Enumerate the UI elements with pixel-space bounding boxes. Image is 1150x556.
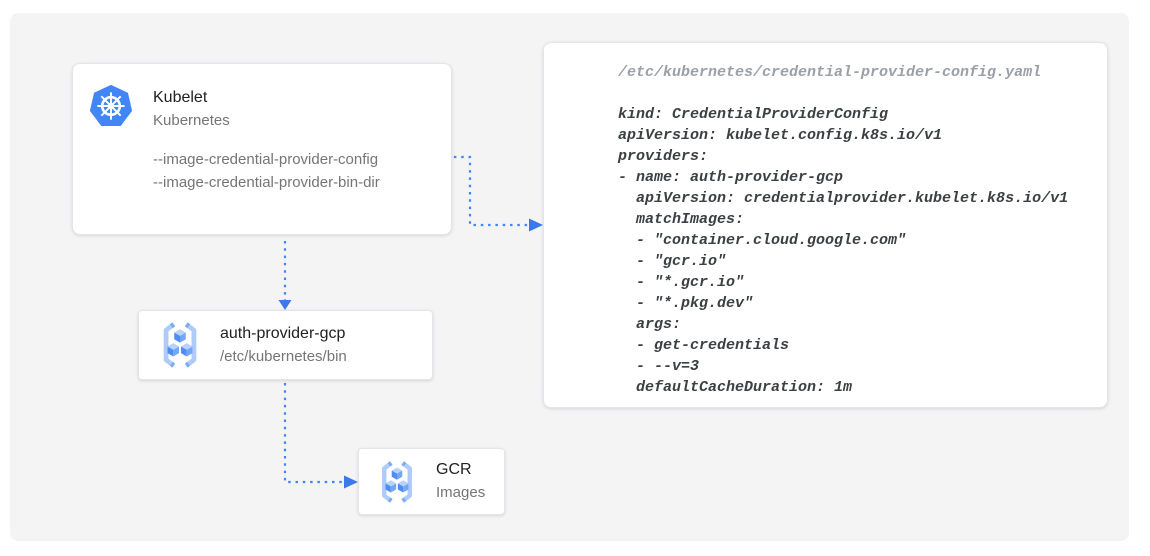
kubernetes-icon: [89, 84, 133, 128]
kubelet-title: Kubelet: [153, 89, 208, 106]
arrow-kubelet-to-auth-provider: [278, 241, 292, 310]
config-file-path: /etc/kubernetes/credential-provider-conf…: [618, 64, 1042, 81]
gcr-subtitle: Images: [436, 484, 486, 501]
gcr-card: GCR Images: [358, 448, 505, 515]
arrowhead-right-icon: [344, 475, 358, 489]
config-file-content: /etc/kubernetes/credential-provider-conf…: [618, 62, 1095, 398]
auth-provider-card: auth-provider-gcp /etc/kubernetes/bin: [138, 310, 433, 380]
arrowhead-down-icon: [278, 300, 292, 310]
kubelet-subtitle: Kubernetes: [153, 112, 230, 129]
gcr-card-text: GCR Images: [436, 460, 485, 503]
diagram-panel: Kubelet Kubernetes --image-credential-pr…: [10, 13, 1129, 541]
auth-provider-subtitle: /etc/kubernetes/bin: [220, 347, 347, 365]
config-file-card: /etc/kubernetes/credential-provider-conf…: [543, 42, 1108, 408]
gcr-cubes-icon: [375, 460, 419, 504]
flag-image-credential-provider-config: --image-credential-provider-config: [153, 151, 379, 168]
flag-image-credential-provider-bin-dir: --image-credential-provider-bin-dir: [153, 174, 380, 191]
config-yaml-code: kind: CredentialProviderConfig apiVersio…: [618, 106, 1069, 396]
auth-provider-title: auth-provider-gcp: [220, 324, 346, 342]
gcr-title: GCR: [436, 461, 472, 478]
kubelet-flags: --image-credential-provider-config --ima…: [153, 148, 380, 194]
kubelet-card-text: Kubelet Kubernetes: [153, 88, 230, 131]
gcr-cubes-icon: [156, 321, 204, 369]
auth-provider-card-text: auth-provider-gcp /etc/kubernetes/bin: [220, 324, 347, 367]
kubelet-card: Kubelet Kubernetes --image-credential-pr…: [72, 63, 452, 235]
arrow-auth-provider-to-gcr: [283, 383, 358, 489]
arrowhead-right-icon: [529, 218, 543, 232]
